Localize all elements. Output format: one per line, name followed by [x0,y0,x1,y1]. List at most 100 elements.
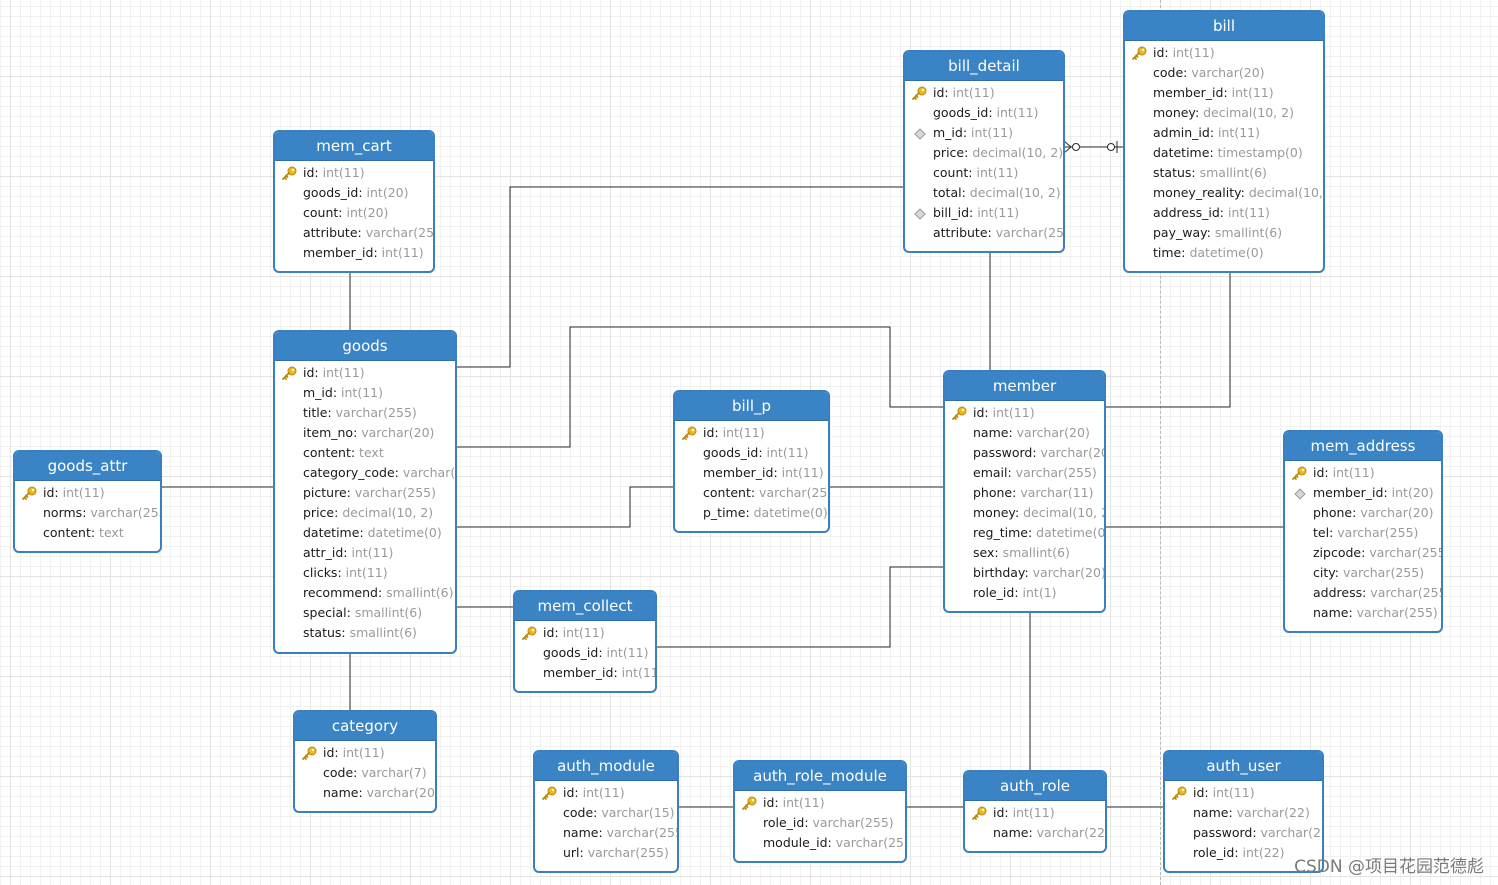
field-row[interactable]: picture: varchar(255) [275,483,455,503]
field-row[interactable]: count: int(20) [275,203,433,223]
field-row[interactable]: count: int(11) [905,163,1063,183]
field-row[interactable]: role_id: int(22) [1165,843,1322,863]
field-row[interactable]: category_code: varchar(4) [275,463,455,483]
field-row[interactable]: code: varchar(20) [1125,63,1323,83]
field-row[interactable]: id: int(11) [1125,43,1323,63]
field-row[interactable]: id: int(11) [15,483,160,503]
field-row[interactable]: name: varchar(255) [1285,603,1441,623]
field-row[interactable]: m_id: int(11) [905,123,1063,143]
field-row[interactable]: money: decimal(10, 2) [945,503,1104,523]
field-row[interactable]: price: decimal(10, 2) [275,503,455,523]
field-name: id [543,625,555,640]
field-row[interactable]: status: smallint(6) [275,623,455,643]
table-member[interactable]: member id: int(11)name: varchar(20)passw… [943,370,1106,613]
field-row[interactable]: attribute: varchar(255) [275,223,433,243]
field-row[interactable]: address_id: int(11) [1125,203,1323,223]
field-name: status [303,625,342,640]
table-category[interactable]: category id: int(11)code: varchar(7)name… [293,710,437,813]
field-row[interactable]: pay_way: smallint(6) [1125,223,1323,243]
field-row[interactable]: content: text [275,443,455,463]
field-row[interactable]: role_id: int(1) [945,583,1104,603]
field-row[interactable]: name: varchar(22) [1165,803,1322,823]
field-row[interactable]: norms: varchar(255) [15,503,160,523]
field-row[interactable]: birthday: varchar(20) [945,563,1104,583]
field-row[interactable]: id: int(11) [1285,463,1441,483]
field-row[interactable]: title: varchar(255) [275,403,455,423]
field-row[interactable]: code: varchar(7) [295,763,435,783]
field-row[interactable]: money: decimal(10, 2) [1125,103,1323,123]
field-row[interactable]: goods_id: int(11) [905,103,1063,123]
field-row[interactable]: password: varchar(22) [1165,823,1322,843]
field-row[interactable]: datetime: timestamp(0) [1125,143,1323,163]
field-row[interactable]: member_id: int(11) [275,243,433,263]
field-row[interactable]: price: decimal(10, 2) [905,143,1063,163]
field-row[interactable]: datetime: datetime(0) [275,523,455,543]
field-row[interactable]: tel: varchar(255) [1285,523,1441,543]
table-auth_module[interactable]: auth_module id: int(11)code: varchar(15)… [533,750,679,873]
field-row[interactable]: member_id: int(11) [515,663,655,683]
field-row[interactable]: name: varchar(20) [295,783,435,803]
table-bill[interactable]: bill id: int(11)code: varchar(20)member_… [1123,10,1325,273]
field-row[interactable]: id: int(11) [295,743,435,763]
field-row[interactable]: id: int(11) [675,423,828,443]
field-row[interactable]: url: varchar(255) [535,843,677,863]
field-row[interactable]: module_id: varchar(255) [735,833,905,853]
field-row[interactable]: role_id: varchar(255) [735,813,905,833]
table-auth_user[interactable]: auth_user id: int(11)name: varchar(22)pa… [1163,750,1324,873]
field-row[interactable]: id: int(11) [515,623,655,643]
field-row[interactable]: password: varchar(20) [945,443,1104,463]
field-row[interactable]: item_no: varchar(20) [275,423,455,443]
field-row[interactable]: id: int(11) [1165,783,1322,803]
field-row[interactable]: id: int(11) [945,403,1104,423]
table-goods[interactable]: goods id: int(11)m_id: int(11)title: var… [273,330,457,654]
field-row[interactable]: content: varchar(255) [675,483,828,503]
field-row[interactable]: zipcode: varchar(255) [1285,543,1441,563]
field-row[interactable]: status: smallint(6) [1125,163,1323,183]
field-row[interactable]: id: int(11) [965,803,1105,823]
field-row[interactable]: id: int(11) [535,783,677,803]
field-row[interactable]: member_id: int(11) [675,463,828,483]
table-mem_collect[interactable]: mem_collect id: int(11)goods_id: int(11)… [513,590,657,693]
field-row[interactable]: id: int(11) [275,163,433,183]
field-row[interactable]: goods_id: int(20) [275,183,433,203]
field-row[interactable]: sex: smallint(6) [945,543,1104,563]
field-row[interactable]: name: varchar(255) [535,823,677,843]
field-row[interactable]: total: decimal(10, 2) [905,183,1063,203]
field-row[interactable]: code: varchar(15) [535,803,677,823]
table-auth_role_module[interactable]: auth_role_module id: int(11)role_id: var… [733,760,907,863]
field-row[interactable]: id: int(11) [735,793,905,813]
field-row[interactable]: id: int(11) [905,83,1063,103]
table-mem_cart[interactable]: mem_cart id: int(11)goods_id: int(20)cou… [273,130,435,273]
field-row[interactable]: phone: varchar(20) [1285,503,1441,523]
field-row[interactable]: email: varchar(255) [945,463,1104,483]
field-row[interactable]: special: smallint(6) [275,603,455,623]
field-row[interactable]: p_time: datetime(0) [675,503,828,523]
field-row[interactable]: admin_id: int(11) [1125,123,1323,143]
field-row[interactable]: reg_time: datetime(0) [945,523,1104,543]
field-row[interactable]: member_id: int(11) [1125,83,1323,103]
field-row[interactable]: attribute: varchar(255) [905,223,1063,243]
field-row[interactable]: address: varchar(255) [1285,583,1441,603]
field-row[interactable]: m_id: int(11) [275,383,455,403]
field-row[interactable]: id: int(11) [275,363,455,383]
field-row[interactable]: name: varchar(20) [945,423,1104,443]
table-mem_address[interactable]: mem_address id: int(11)member_id: int(20… [1283,430,1443,633]
field-row[interactable]: recommend: smallint(6) [275,583,455,603]
field-row[interactable]: attr_id: int(11) [275,543,455,563]
table-bill_p[interactable]: bill_p id: int(11)goods_id: int(11)membe… [673,390,830,533]
field-row[interactable]: member_id: int(20) [1285,483,1441,503]
field-row[interactable]: clicks: int(11) [275,563,455,583]
field-row[interactable]: time: datetime(0) [1125,243,1323,263]
field-row[interactable]: content: text [15,523,160,543]
field-row[interactable]: money_reality: decimal(10, 2) [1125,183,1323,203]
table-goods_attr[interactable]: goods_attr id: int(11)norms: varchar(255… [13,450,162,553]
field-row[interactable]: phone: varchar(11) [945,483,1104,503]
field-type: text [359,445,384,460]
field-row[interactable]: goods_id: int(11) [515,643,655,663]
field-row[interactable]: city: varchar(255) [1285,563,1441,583]
field-row[interactable]: name: varchar(22) [965,823,1105,843]
table-auth_role[interactable]: auth_role id: int(11)name: varchar(22) [963,770,1107,853]
field-row[interactable]: bill_id: int(11) [905,203,1063,223]
table-bill_detail[interactable]: bill_detail id: int(11)goods_id: int(11)… [903,50,1065,253]
field-row[interactable]: goods_id: int(11) [675,443,828,463]
